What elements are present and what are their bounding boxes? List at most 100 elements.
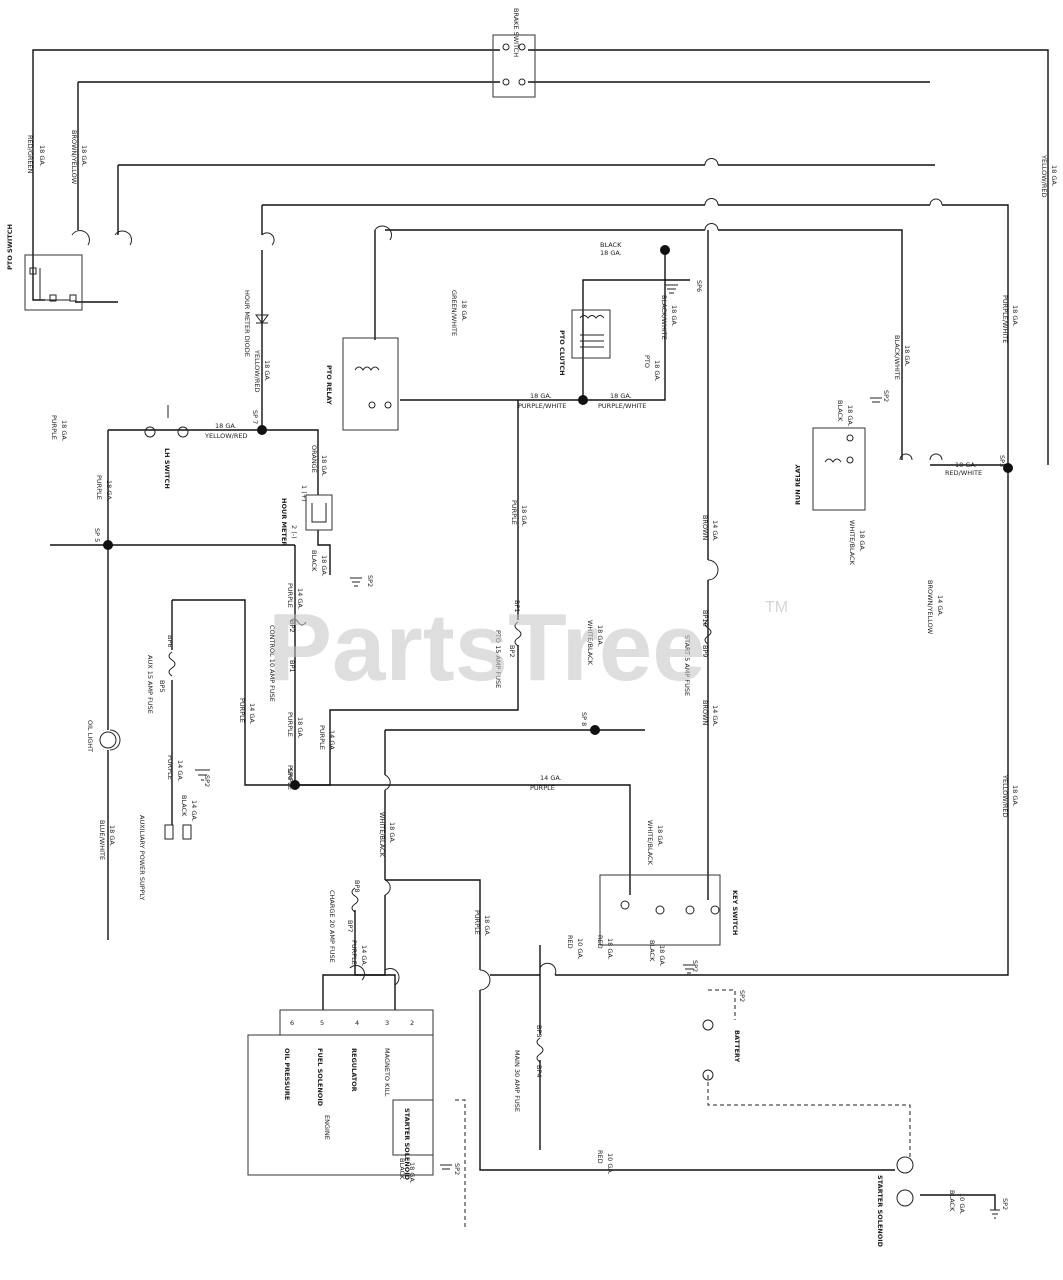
label-black-run: BLACK bbox=[836, 400, 844, 422]
watermark: PartsTree TM bbox=[268, 594, 788, 701]
label-bp6: BP6 bbox=[166, 635, 174, 648]
label-sp6: SP6 bbox=[695, 280, 703, 292]
label-black-white-right: BLACK/WHITE bbox=[893, 335, 901, 380]
key-switch-label: KEY SWITCH bbox=[731, 890, 739, 935]
run-relay: RUN RELAY bbox=[794, 427, 866, 511]
oil-light: OIL LIGHT bbox=[86, 720, 117, 752]
label-brown-yellow-top-ga: 18 GA. bbox=[80, 145, 88, 167]
lh-switch: LH SWITCH bbox=[144, 405, 189, 489]
junction-sp7 bbox=[257, 425, 267, 435]
pto-relay-label: PTO RELAY bbox=[325, 365, 333, 405]
label-brown-upper-ga: 14 GA. bbox=[711, 520, 719, 542]
label-yellow-red-sp7: YELLOW/RED bbox=[204, 432, 247, 440]
starter-solenoid-label: STARTER SOLENOID bbox=[876, 1175, 884, 1248]
label-black-aux-ga: 14 GA. bbox=[190, 800, 198, 822]
label-sp7: SP 7 bbox=[251, 410, 259, 424]
wire-labels: RED/GREEN 18 GA. BROWN/YELLOW 18 GA. YEL… bbox=[26, 130, 1058, 1215]
label-purple-sp2: PURPLE bbox=[286, 765, 294, 790]
pin-4: 4 bbox=[355, 1019, 359, 1027]
label-red-main: RED bbox=[566, 935, 574, 949]
label-sp8: SP 8 bbox=[580, 712, 588, 726]
label-purple-white-b-ga: 18 GA. bbox=[610, 392, 632, 400]
aux-fuse bbox=[168, 651, 176, 677]
label-black-run-ga: 18 GA. bbox=[846, 405, 854, 427]
label-purple-lower-ctrl-ga: 18 GA. bbox=[296, 717, 304, 739]
battery-label: BATTERY bbox=[733, 1030, 741, 1063]
label-yellow-red-right: YELLOW/RED bbox=[1040, 154, 1048, 197]
label-black-white-pto-ga: 18 GA. bbox=[670, 305, 678, 327]
pto-clutch: PTO CLUTCH bbox=[558, 309, 611, 376]
label-white-black-mid-ga: 18 GA. bbox=[596, 625, 604, 647]
label-purple-engine-ga: 18 GA. bbox=[483, 915, 491, 937]
label-white-black-sw: WHITE/BLACK bbox=[646, 820, 654, 866]
label-bp1-pto: BP1 bbox=[513, 600, 521, 613]
pto-relay: PTO RELAY bbox=[325, 337, 399, 431]
label-purple-charge: PURPLE bbox=[350, 940, 358, 965]
pto-clutch-label: PTO CLUTCH bbox=[558, 330, 566, 376]
label-hm-neg: 2 (-) bbox=[290, 525, 298, 539]
label-brown-yellow-top: BROWN/YELLOW bbox=[70, 130, 78, 185]
label-black-aux: BLACK bbox=[180, 795, 188, 817]
label-sp5: SP 5 bbox=[93, 528, 101, 542]
label-purple-relay: PURPLE bbox=[510, 500, 518, 525]
label-red-green: RED/GREEN bbox=[26, 135, 34, 174]
charge-fuse bbox=[351, 887, 359, 913]
label-red-bottom-ga: 10 GA. bbox=[606, 1153, 614, 1175]
label-white-black-run-ga: 18 GA. bbox=[858, 530, 866, 552]
label-brown-yellow-mid: BROWN/YELLOW bbox=[926, 580, 934, 635]
diode-label: HOUR METER DIODE bbox=[243, 290, 251, 357]
label-purple-mid-ga: 14 GA. bbox=[540, 774, 562, 782]
label-purple-white-right-ga: 18 GA. bbox=[1011, 305, 1019, 327]
pto-switch-label: PTO SWITCH bbox=[6, 224, 14, 270]
magneto-label: MAGNETO KILL bbox=[383, 1048, 391, 1097]
label-blue-white-ga: 18 GA. bbox=[108, 825, 116, 847]
label-bp2-ctrl: BP2 bbox=[288, 620, 296, 633]
lh-switch-label: LH SWITCH bbox=[163, 448, 171, 489]
label-bp3: BP3 bbox=[535, 1025, 543, 1038]
starter-solenoid: STARTER SOLENOID bbox=[876, 1156, 914, 1248]
label-green-white: GREEN/WHITE bbox=[450, 290, 458, 336]
label-sp2-right: SP2 bbox=[882, 390, 890, 402]
label-bp4: BP4 bbox=[535, 1065, 543, 1078]
junctions bbox=[103, 245, 1013, 790]
oil-pressure-label: OIL PRESSURE bbox=[283, 1048, 291, 1100]
label-start-fuse: START 5 AMP FUSE bbox=[683, 635, 691, 696]
label-brown-yellow-mid-ga: 14 GA. bbox=[936, 595, 944, 617]
label-charge-fuse: CHARGE 20 AMP FUSE bbox=[328, 890, 336, 963]
battery: BATTERY bbox=[702, 1019, 741, 1081]
watermark-tm: TM bbox=[765, 599, 788, 616]
label-red-white-ga: 18 GA. bbox=[955, 461, 977, 469]
wire-crossovers bbox=[71, 158, 943, 991]
label-yellow-red-right-ga: 18 GA. bbox=[1050, 165, 1058, 187]
label-white-black-sw-ga: 18 GA. bbox=[656, 825, 664, 847]
label-white-black-lower: WHITE/BLACK bbox=[378, 812, 386, 858]
fuses bbox=[168, 618, 712, 1063]
label-black-bottom-ga: 10 GA. bbox=[958, 1193, 966, 1215]
label-purple-mid: PURPLE bbox=[530, 784, 555, 792]
label-main-fuse: MAIN 30 AMP FUSE bbox=[513, 1050, 521, 1112]
engine-label: ENGINE bbox=[323, 1115, 331, 1140]
label-sp2-aux: SP2 bbox=[203, 775, 211, 787]
control-fuse bbox=[289, 618, 307, 626]
watermark-brand: PartsTree bbox=[268, 594, 706, 701]
label-bp5: BP5 bbox=[158, 680, 166, 693]
label-bp9: BP9 bbox=[701, 645, 709, 658]
label-purple-left-ga: 18 GA. bbox=[60, 420, 68, 442]
label-black-white-pto: BLACK/WHITE bbox=[660, 295, 668, 340]
label-bp7: BP7 bbox=[346, 920, 354, 933]
label-purple-aux: PURPLE bbox=[238, 698, 246, 723]
label-black-white-right-ga: 18 GA. bbox=[903, 345, 911, 367]
label-purple-ctrl-ga: 14 GA. bbox=[296, 588, 304, 610]
label-black-eng: BLACK bbox=[398, 1158, 406, 1180]
brake-switch: BRAKE SWITCH bbox=[492, 8, 536, 98]
fuel-solenoid-label: FUEL SOLENOID bbox=[316, 1048, 324, 1107]
key-switch: KEY SWITCH bbox=[599, 874, 739, 946]
label-purple-aux-ga: 14 GA. bbox=[248, 703, 256, 725]
label-sp2-key: SP2 bbox=[691, 960, 699, 972]
label-control-fuse: CONTROL 10 AMP FUSE bbox=[268, 625, 276, 702]
label-purple-white-a-ga: 18 GA. bbox=[530, 392, 552, 400]
engine-connector: 6 5 4 3 2 OIL PRESSURE FUEL SOLENOID REG… bbox=[247, 1009, 434, 1181]
label-black-key: BLACK bbox=[648, 940, 656, 962]
label-black-bottom: BLACK bbox=[948, 1190, 956, 1212]
label-purple-white-right: PURPLE/WHITE bbox=[1001, 295, 1009, 343]
